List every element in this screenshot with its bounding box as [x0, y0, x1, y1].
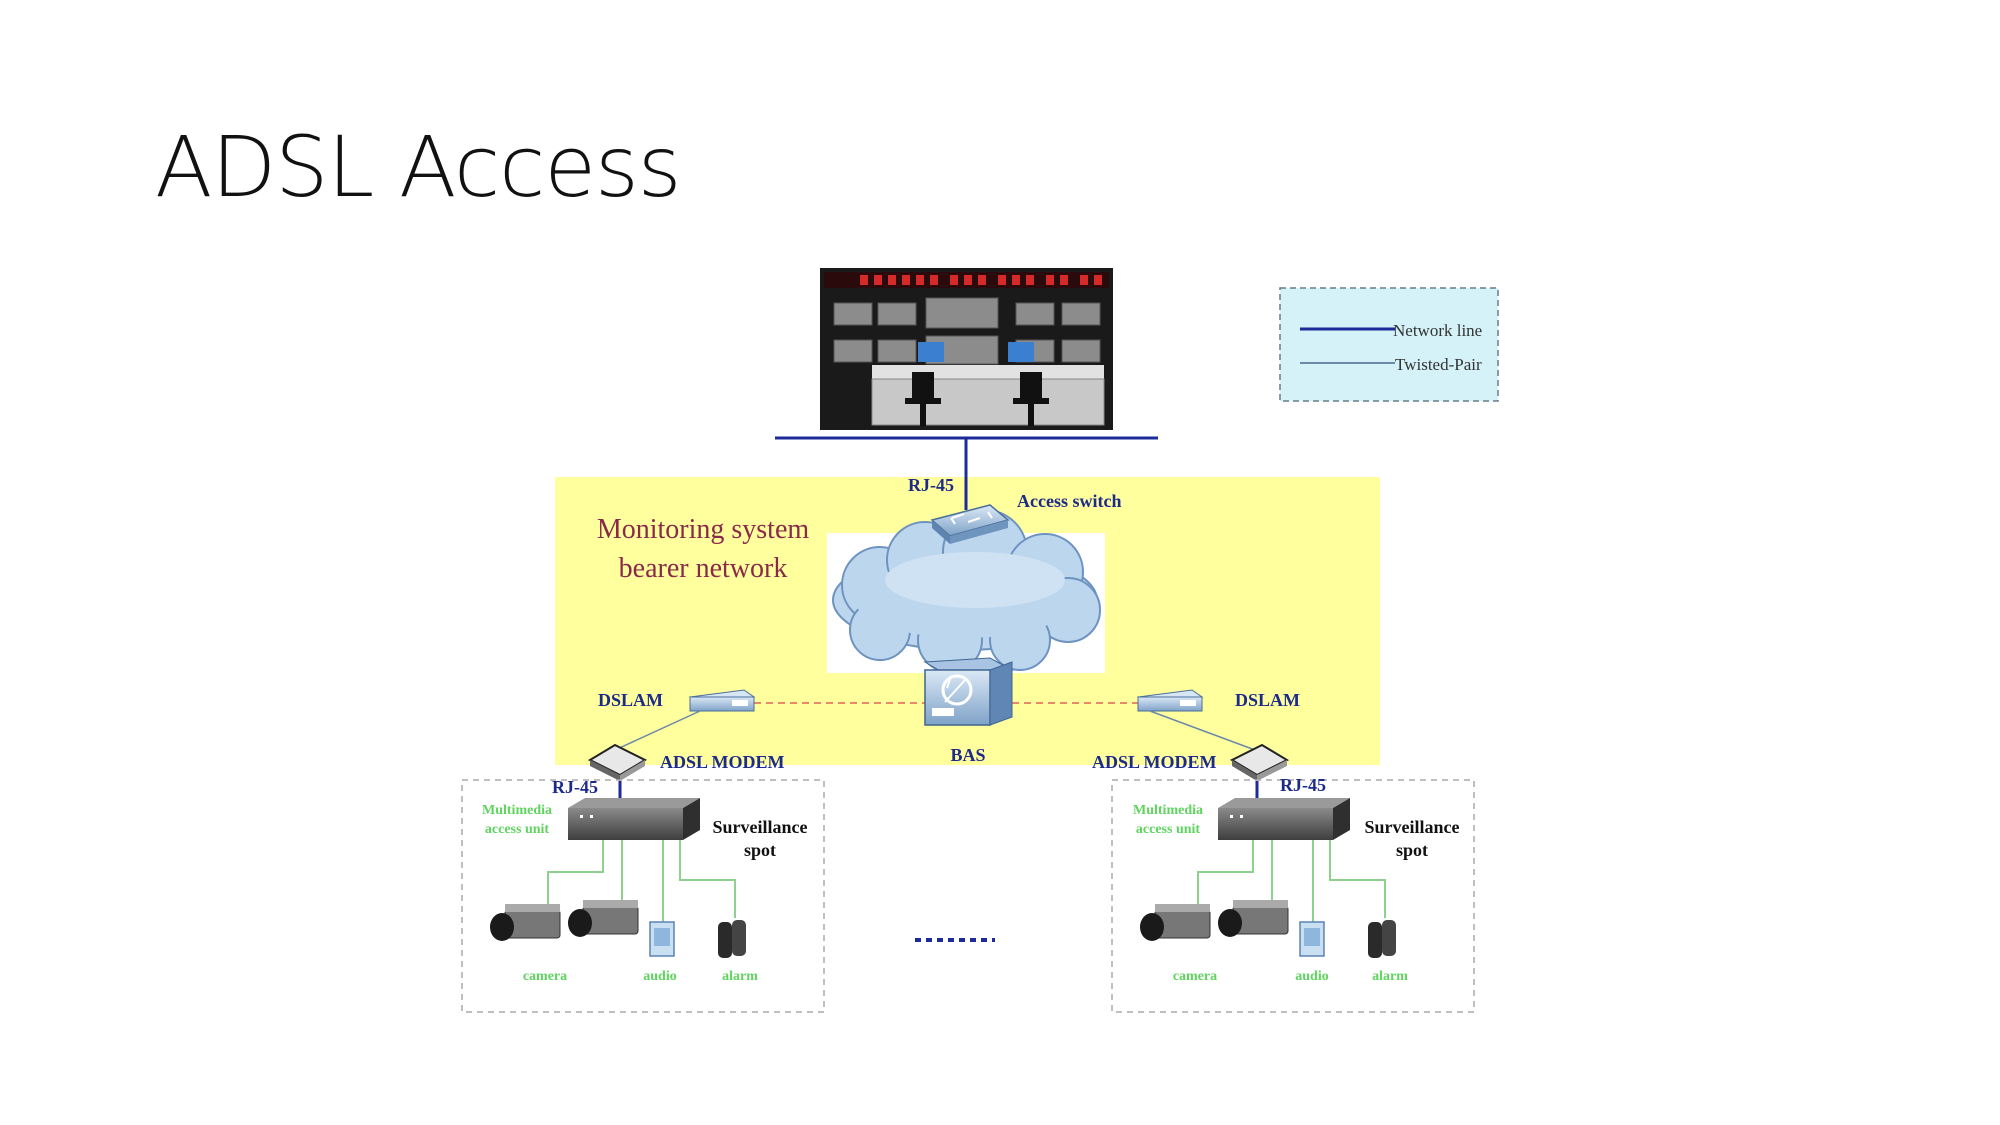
adsl-modem-left-label: ADSL MODEM: [660, 752, 785, 772]
camera-right-label: camera: [1173, 969, 1217, 984]
adsl-modem-icon: [1229, 743, 1290, 781]
alarm-right-label: alarm: [1372, 969, 1408, 984]
rj45-right-label: RJ-45: [1280, 775, 1326, 795]
alarm-sensor-icon: [718, 920, 746, 958]
audio-left-label: audio: [643, 969, 676, 984]
audio-device-icon: [649, 921, 675, 957]
access-switch-label: Access switch: [1017, 491, 1121, 511]
alarm-sensor-icon: [1368, 920, 1396, 958]
rj45-left-label: RJ-45: [552, 777, 598, 797]
camera-icon: [1218, 900, 1289, 937]
multimedia-access-unit-icon: [568, 798, 700, 840]
surveillance-spot-right-line1: Surveillance: [1365, 817, 1460, 837]
camera-icon: [1140, 904, 1211, 941]
surveillance-spot-left-line1: Surveillance: [713, 817, 808, 837]
audio-right-label: audio: [1295, 969, 1328, 984]
surveillance-site-box-left: [461, 779, 825, 1013]
dslam-left-label: DSLAM: [598, 690, 663, 710]
camera-left-label: camera: [523, 969, 567, 984]
surveillance-spot-left-line2: spot: [744, 840, 776, 860]
adsl-modem-icon: [587, 743, 648, 781]
alarm-left-label: alarm: [722, 969, 758, 984]
surveillance-spot-right-line2: spot: [1396, 840, 1428, 860]
mau-left-label-line2: access unit: [485, 822, 550, 837]
slide-title: ADSL Access: [155, 118, 682, 216]
region-label-line1: Monitoring system: [597, 514, 810, 545]
mau-left-label-line1: Multimedia: [482, 803, 552, 818]
bas-router-icon: [923, 657, 1014, 726]
surveillance-site-box-right: [1111, 779, 1475, 1013]
rj45-top-label: RJ-45: [908, 475, 954, 495]
access-switch-icon: [930, 504, 1010, 544]
legend: Network line Twisted-Pair: [1279, 287, 1499, 402]
legend-twisted-pair-label: Twisted-Pair: [1395, 355, 1482, 374]
device-links-right: [1197, 840, 1386, 922]
audio-device-icon: [1299, 921, 1325, 957]
device-links-left: [547, 840, 736, 922]
multimedia-access-unit-icon: [1218, 798, 1350, 840]
dslam-modem-link-left: [614, 710, 701, 751]
adsl-modem-right-label: ADSL MODEM: [1092, 752, 1217, 772]
dslam-right-label: DSLAM: [1235, 690, 1300, 710]
network-cloud-icon: [827, 509, 1105, 673]
bas-label: BAS: [950, 745, 985, 765]
camera-icon: [568, 900, 639, 937]
region-label-line2: bearer network: [619, 553, 788, 584]
camera-icon: [490, 904, 561, 941]
dslam-modem-link-right: [1149, 710, 1256, 751]
legend-network-line-label: Network line: [1393, 321, 1482, 340]
mau-right-label-line1: Multimedia: [1133, 803, 1203, 818]
dslam-icon: [688, 689, 756, 712]
dslam-icon: [1136, 689, 1204, 712]
control-room-image: [820, 268, 1113, 430]
mau-right-label-line2: access unit: [1136, 822, 1201, 837]
